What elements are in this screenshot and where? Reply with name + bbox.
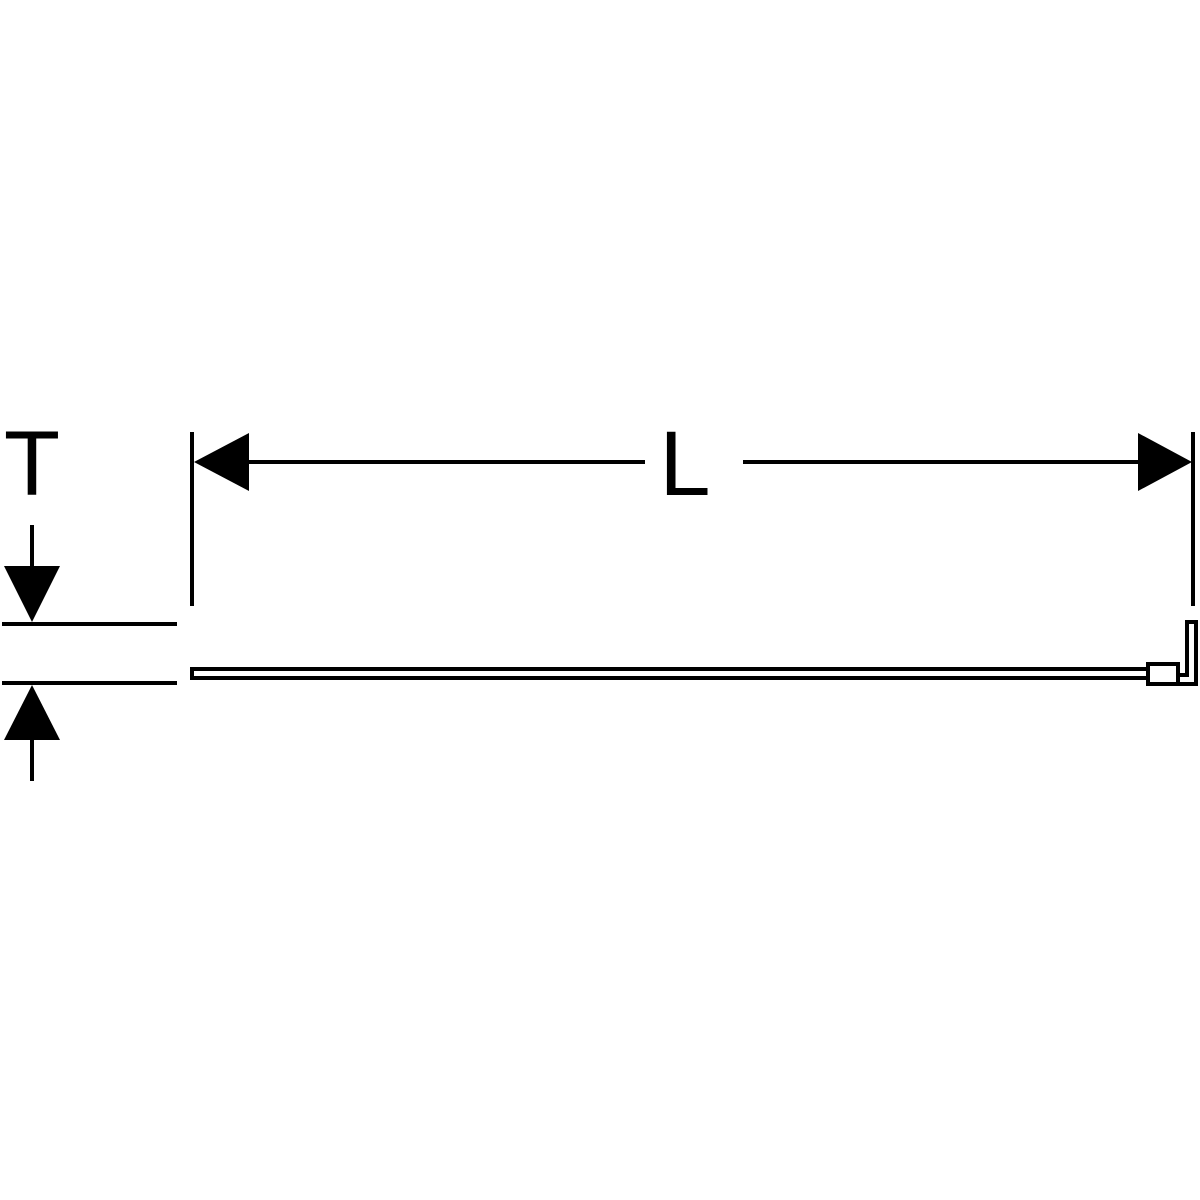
rod-part	[190, 620, 1198, 686]
thickness-arrowhead-top	[4, 566, 60, 622]
length-dimension: L	[190, 413, 1195, 606]
length-label: L	[659, 413, 710, 515]
rod-end-collar	[1146, 662, 1180, 686]
thickness-arrowhead-bottom	[4, 685, 60, 740]
thickness-dimension: T	[2, 413, 177, 781]
thickness-label: T	[4, 413, 60, 515]
rod-body	[190, 667, 1150, 680]
length-arrowhead-left	[194, 433, 249, 491]
length-arrowhead-right	[1138, 433, 1192, 491]
rod-bent-end	[1178, 620, 1198, 686]
